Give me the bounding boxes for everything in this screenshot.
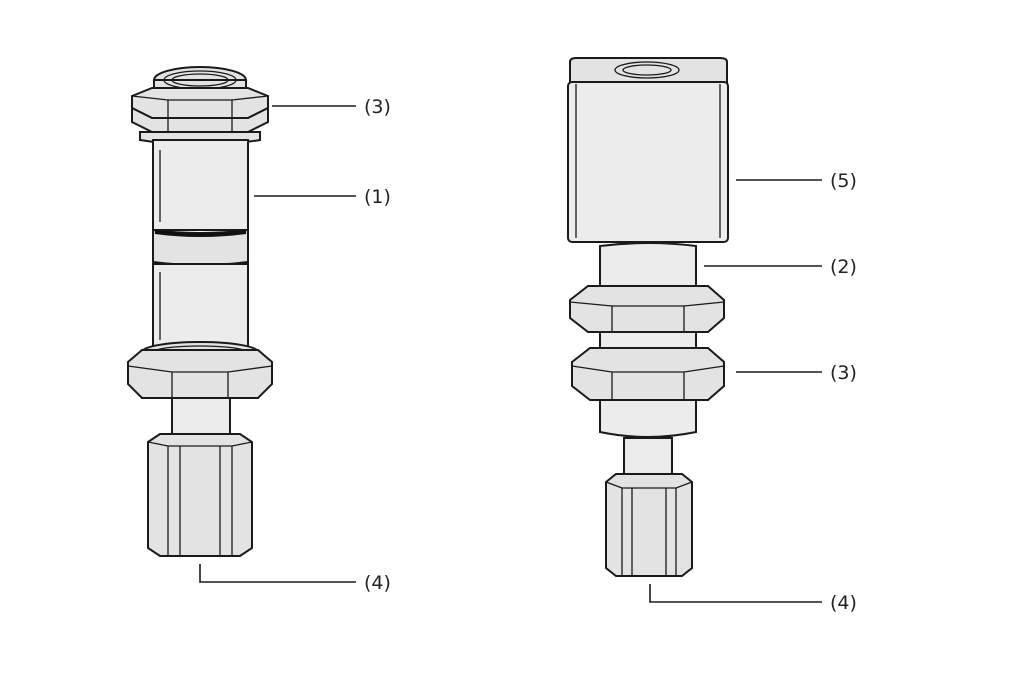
right-label-nut: (3): [830, 362, 857, 384]
right-body: [599, 242, 697, 291]
left-leader-fitting: [199, 564, 356, 583]
left-label-nut: (3): [364, 96, 391, 118]
right-assembly: (5) (2) (3) (4): [567, 57, 857, 614]
left-assembly: (3) (1) (4): [127, 66, 391, 594]
left-hex-nut: [131, 87, 269, 146]
left-main-body: [152, 139, 249, 349]
right-block: [567, 57, 729, 243]
right-leader-fitting: [649, 584, 822, 603]
right-fitting: [605, 473, 693, 577]
left-label-body: (1): [364, 186, 391, 208]
left-fitting: [147, 433, 253, 557]
left-flange: [127, 341, 273, 399]
right-label-body: (2): [830, 256, 857, 278]
right-collar: [599, 399, 697, 438]
left-label-fitting: (4): [364, 572, 391, 594]
right-upper-nut: [569, 285, 725, 333]
right-label-block: (5): [830, 170, 857, 192]
right-lower-nut: [571, 347, 725, 401]
right-label-fitting: (4): [830, 592, 857, 614]
right-stem: [623, 437, 673, 479]
